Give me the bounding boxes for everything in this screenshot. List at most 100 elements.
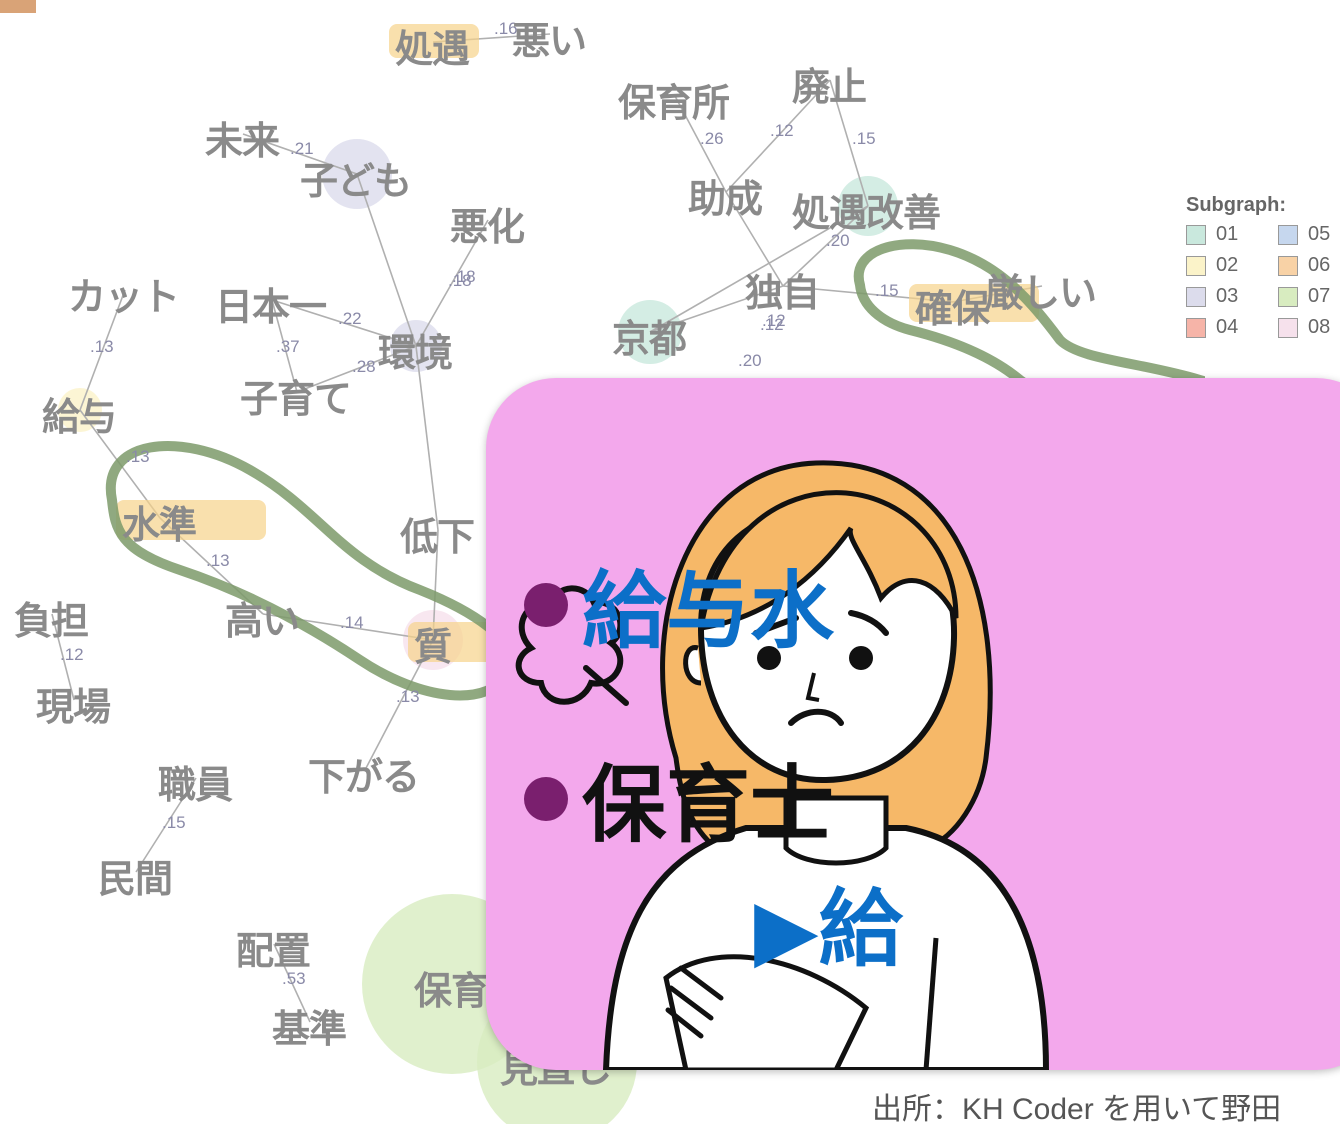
source-caption: 出所：KH Coder を用いて野田: [872, 1093, 1282, 1126]
legend-item-04: 04: [1186, 316, 1278, 339]
legend-item-07: 07: [1278, 285, 1340, 308]
legend-label: 07: [1308, 285, 1331, 307]
legend-item-06: 06: [1278, 254, 1340, 277]
node-minkan: 民間: [98, 857, 173, 901]
node-cut: カット: [68, 275, 180, 319]
edge-nihonichi-kosodate: [271, 299, 298, 393]
edge-label: .12: [60, 645, 84, 664]
legend-label: 04: [1216, 316, 1239, 338]
legend-swatch-icon: [1278, 317, 1298, 338]
node-hoikusho: 保育所: [618, 81, 730, 125]
node-kibishii: 厳しい: [985, 271, 1097, 315]
edge-shokuin-minkan: [135, 777, 197, 873]
legend-label: 08: [1308, 316, 1331, 338]
edge-label: .53: [282, 969, 306, 988]
legend-swatch-icon: [1278, 286, 1298, 307]
edge-kodomo-kankyo: [356, 173, 417, 347]
edge-kosodate-kankyo: [296, 345, 417, 393]
edge-label: .13: [126, 447, 150, 466]
legend-label: 02: [1216, 254, 1239, 276]
node-hoiku: 保育: [414, 969, 489, 1013]
bullet-salary: 給与水: [524, 544, 834, 665]
node-haishi: 廃止: [792, 65, 867, 109]
edge-teika-shitsu: [432, 529, 439, 641]
node-teika: 低下: [400, 515, 475, 559]
node-shogukaizen: 処遇改善: [792, 191, 941, 235]
edge-label: .20: [738, 351, 762, 370]
legend-item-05: 05: [1278, 223, 1340, 246]
node-shitsu: 質: [414, 625, 452, 669]
edge-mirai-kodomo: [242, 133, 358, 175]
node-kodomo: 子ども: [300, 159, 412, 203]
bullet-nursery-teacher-text: 保育士: [582, 756, 835, 854]
legend-label: 06: [1308, 254, 1331, 276]
legend-title: Subgraph:: [1186, 194, 1286, 216]
edge-kyoto-dokuji: [649, 285, 784, 333]
legend-grid: 01 05 02 06 03 07 04 08: [1186, 223, 1340, 339]
legend-swatch-icon: [1278, 224, 1298, 245]
bullet-salary-text: 給与水: [582, 562, 835, 660]
edge-label: .13: [396, 687, 420, 706]
node-warui: 悪い: [512, 19, 587, 63]
edge-kyoto-shogukaizen: [649, 205, 869, 333]
legend-item-08: 08: [1278, 316, 1340, 339]
node-genba: 現場: [36, 685, 111, 729]
edge-label: .15: [875, 281, 899, 300]
worried-woman-illustration: [515, 460, 1050, 1070]
node-kyoto: 京都: [612, 317, 687, 361]
edge-label: .12: [770, 121, 794, 140]
legend-label: 05: [1308, 223, 1331, 245]
edge-label: .15: [162, 813, 186, 832]
edge-label: .21: [290, 139, 314, 158]
edge-akka-kankyo: [415, 219, 489, 347]
edge-label: .12: [762, 311, 786, 330]
edge-label: .16: [494, 19, 518, 38]
highlight-shogu: [389, 24, 479, 58]
edge-label: .37: [276, 337, 300, 356]
bullet-dot-icon: [524, 582, 568, 627]
edge-shogukaizen-dokuji: [782, 205, 869, 287]
bullet-dot-icon: [524, 776, 568, 821]
node-haichi: 配置: [236, 929, 311, 973]
node-josei: 助成: [688, 177, 763, 221]
node-kijun: 基準: [272, 1007, 347, 1051]
legend-item-03: 03: [1186, 285, 1278, 308]
edge-futan-genba: [51, 613, 75, 701]
edge-label: .22: [338, 309, 362, 328]
edge-kankyo-teika: [415, 345, 439, 531]
bullet-nursery-teacher: 保育士: [524, 738, 834, 859]
node-shokuin: 職員: [158, 763, 233, 807]
highlight-suijun: [116, 500, 266, 540]
edge-label: .28: [352, 357, 376, 376]
bullet-arrow: ▶給: [754, 862, 903, 983]
legend-item-01: 01: [1186, 223, 1278, 246]
legend-swatch-icon: [1186, 317, 1206, 338]
legend-swatch-icon: [1186, 224, 1206, 245]
legend-item-02: 02: [1186, 254, 1278, 277]
subgraph-legend: Subgraph: 01 05 02 06 03 07 04 08: [1186, 194, 1340, 339]
node-kakuho: 確保: [915, 287, 990, 331]
node-dokuji: 独自: [745, 271, 820, 315]
edge-label: .12: [760, 315, 784, 334]
edge-label: .14: [340, 613, 364, 632]
edge-haishi-shogukaizen: [829, 79, 869, 207]
bullet-arrow-text: ▶給: [754, 880, 903, 978]
edge-label: .20: [826, 231, 850, 250]
node-shogu: 処遇: [395, 27, 470, 71]
node-nihonichi: 日本一: [215, 285, 327, 329]
edge-haishi-josei: [725, 79, 831, 193]
corner-mark: [0, 0, 36, 13]
legend-swatch-icon: [1278, 255, 1298, 276]
edge-label: .13: [206, 551, 230, 570]
node-kankyo: 環境: [378, 331, 453, 375]
edge-label: .26: [700, 129, 724, 148]
edge-nihonichi-kankyo: [271, 299, 417, 347]
node-futan: 負担: [14, 599, 89, 643]
node-mirai: 未来: [205, 119, 280, 163]
edge-label: .18: [448, 271, 472, 290]
edge-label: .18: [452, 267, 476, 286]
node-akka: 悪化: [450, 205, 525, 249]
node-suijun: 水準: [122, 503, 197, 547]
legend-label: 01: [1216, 223, 1239, 245]
legend-swatch-icon: [1186, 286, 1206, 307]
